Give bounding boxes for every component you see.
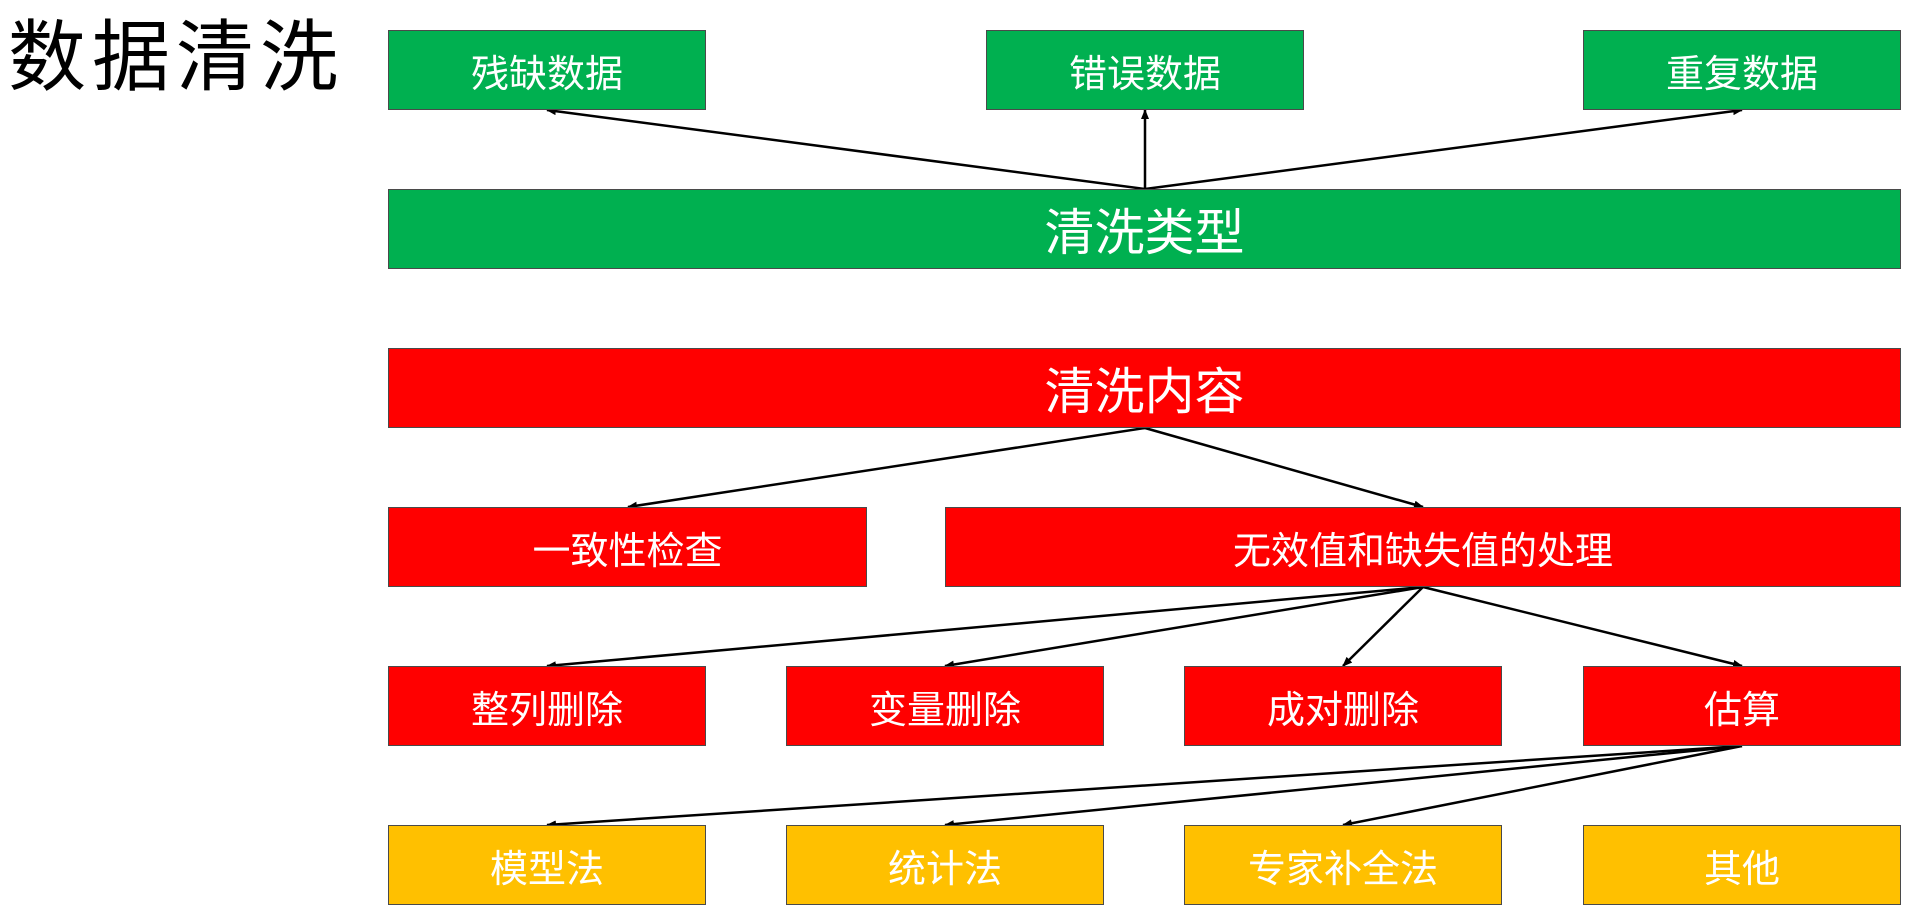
arrow-estimation-to-expert: [1342, 744, 1743, 828]
node-statistical-method: 统计法: [786, 825, 1104, 905]
node-cleaning-types: 清洗类型: [388, 189, 1901, 269]
arrow-handling-to-variable: [944, 585, 1424, 669]
node-model-method: 模型法: [388, 825, 706, 905]
node-listwise-deletion: 整列删除: [388, 666, 706, 746]
node-expert-completion: 专家补全法: [1184, 825, 1502, 905]
arrow-types-to-duplicate: [1144, 107, 1743, 191]
node-invalid-missing-handling: 无效值和缺失值的处理: [945, 507, 1901, 587]
node-other: 其他: [1583, 825, 1901, 905]
node-cleaning-content: 清洗内容: [388, 348, 1901, 428]
node-missing-data: 残缺数据: [388, 30, 706, 110]
node-variable-deletion: 变量删除: [786, 666, 1104, 746]
node-estimation: 估算: [1583, 666, 1901, 746]
arrow-content-to-handling: [1144, 426, 1424, 509]
node-duplicate-data: 重复数据: [1583, 30, 1901, 110]
arrow-estimation-to-statistical: [944, 744, 1743, 829]
node-consistency-check: 一致性检查: [388, 507, 867, 587]
arrow-handling-to-pairwise: [1342, 586, 1424, 667]
arrow-estimation-to-model: [546, 744, 1743, 829]
arrow-content-to-consistency: [627, 426, 1146, 510]
node-error-data: 错误数据: [986, 30, 1304, 110]
arrow-types-to-missing: [546, 107, 1146, 191]
node-pairwise-deletion: 成对删除: [1184, 666, 1502, 746]
page-title: 数据清洗: [8, 13, 345, 103]
arrow-handling-to-listwise: [546, 585, 1424, 670]
arrow-handling-to-estimation: [1422, 585, 1743, 668]
